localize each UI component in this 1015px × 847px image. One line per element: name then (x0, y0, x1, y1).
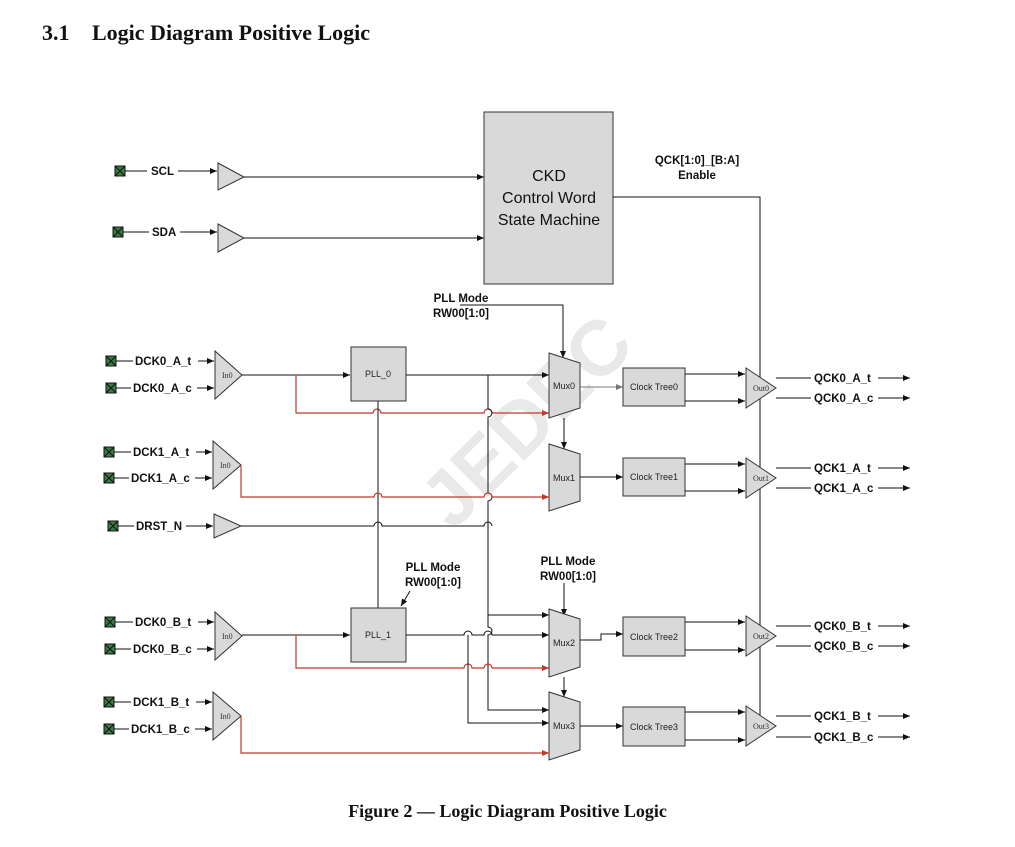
dck0-a-t-label: DCK0_A_t (135, 356, 191, 368)
pll-mode-top-line1: PLL Mode (434, 293, 489, 305)
dck1-a-t-label: DCK1_A_t (133, 447, 189, 459)
mux2 (548, 608, 581, 678)
enable-label-line2: Enable (678, 170, 716, 182)
dck0-b-receiver-label: In0 (222, 632, 233, 641)
qck1-b-c-label: QCK1_B_c (814, 732, 874, 744)
dck1-b-t-label: DCK1_B_t (133, 697, 189, 709)
out2-label: Out2 (753, 632, 769, 641)
clock-tree1-label: Clock Tree1 (630, 472, 678, 482)
mux1-label: Mux1 (553, 473, 575, 483)
sda-pin-icon (112, 226, 124, 238)
qck1-a-c-label: QCK1_A_c (814, 483, 874, 495)
mux0-label: Mux0 (553, 381, 575, 391)
figure-caption: Figure 2 — Logic Diagram Positive Logic (348, 801, 667, 821)
dck0-a-c-label: DCK0_A_c (133, 383, 192, 395)
state-machine-block (483, 111, 614, 285)
dck1-b-receiver-label: In0 (220, 712, 231, 721)
pll1-label: PLL_1 (365, 630, 391, 640)
pll0-block (350, 346, 407, 402)
scl-label: SCL (151, 166, 174, 178)
mux3 (548, 691, 581, 761)
state-machine-line2: Control Word (502, 190, 596, 207)
dck0-a-receiver-label: In0 (222, 371, 233, 380)
qck1-a-t-label: QCK1_A_t (814, 463, 871, 475)
clock-tree3-label: Clock Tree3 (630, 722, 678, 732)
pll-mode-pll1-line2: RW00[1:0] (405, 577, 461, 589)
qck0-b-t-label: QCK0_B_t (814, 621, 871, 633)
dck0-b-t-pin-icon (104, 616, 116, 628)
enable-label-line1: QCK[1:0]_[B:A] (655, 155, 740, 167)
pll0-label: PLL_0 (365, 369, 391, 379)
out0-label: Out0 (753, 384, 769, 393)
watermark: JEDEC (403, 298, 649, 544)
mux0 (548, 352, 581, 419)
clock-tree3 (622, 706, 686, 747)
dck0-b-t-label: DCK0_B_t (135, 617, 191, 629)
section-title: Logic Diagram Positive Logic (92, 20, 371, 45)
dck0-b-c-label: DCK0_B_c (133, 644, 192, 656)
dck0-b-c-pin-icon (104, 643, 116, 655)
dck1-a-t-pin-icon (103, 446, 115, 458)
scl-pin-icon (114, 165, 126, 177)
clock-tree1 (622, 457, 686, 497)
dck1-a-receiver (212, 439, 242, 491)
state-machine-line1: CKD (532, 168, 566, 185)
sda-label: SDA (152, 227, 176, 239)
qck0-a-t-label: QCK0_A_t (814, 373, 871, 385)
dck0-a-t-pin-icon (105, 355, 117, 367)
out2-driver (745, 615, 777, 657)
drst-n-label: DRST_N (136, 521, 182, 533)
qck0-a-c-label: QCK0_A_c (814, 393, 874, 405)
state-machine-line3: State Machine (498, 212, 600, 229)
mux2-label: Mux2 (553, 638, 575, 648)
clock-tree0 (622, 367, 686, 407)
out3-driver (745, 705, 777, 747)
pll-mode-mux2-line2: RW00[1:0] (540, 571, 596, 583)
drst-n-pin-icon (107, 520, 119, 532)
dck0-a-receiver (214, 349, 243, 401)
section-number: 3.1 (42, 20, 70, 45)
sda-buffer (217, 223, 246, 253)
clock-tree2-label: Clock Tree2 (630, 632, 678, 642)
enable-wire (613, 196, 761, 735)
drst-n-buffer (213, 513, 243, 539)
pll-mode-top-line2: RW00[1:0] (433, 308, 489, 320)
dck1-a-c-pin-icon (103, 472, 115, 484)
out1-label: Out1 (753, 474, 769, 483)
dck0-b-receiver (214, 610, 243, 662)
dck1-a-c-label: DCK1_A_c (131, 473, 190, 485)
clock-tree2 (622, 616, 686, 657)
out0-driver (745, 367, 777, 409)
mux1 (548, 443, 581, 512)
out3-label: Out3 (753, 722, 769, 731)
pll-mode-pll1-line1: PLL Mode (406, 562, 461, 574)
dck0-a-c-pin-icon (105, 382, 117, 394)
dck1-a-receiver-label: In0 (220, 461, 231, 470)
mux3-label: Mux3 (553, 721, 575, 731)
dck1-b-t-pin-icon (103, 696, 115, 708)
qck1-b-t-label: QCK1_B_t (814, 711, 871, 723)
section-heading: 3.1 Logic Diagram Positive Logic (42, 20, 370, 46)
dck1-b-c-pin-icon (103, 723, 115, 735)
clock-tree0-label: Clock Tree0 (630, 382, 678, 392)
qck0-b-c-label: QCK0_B_c (814, 641, 874, 653)
pll-mode-mux2-line1: PLL Mode (541, 556, 596, 568)
dck1-b-c-label: DCK1_B_c (131, 724, 190, 736)
scl-buffer (217, 162, 246, 191)
dck1-b-receiver (212, 690, 242, 742)
out1-driver (745, 457, 777, 499)
